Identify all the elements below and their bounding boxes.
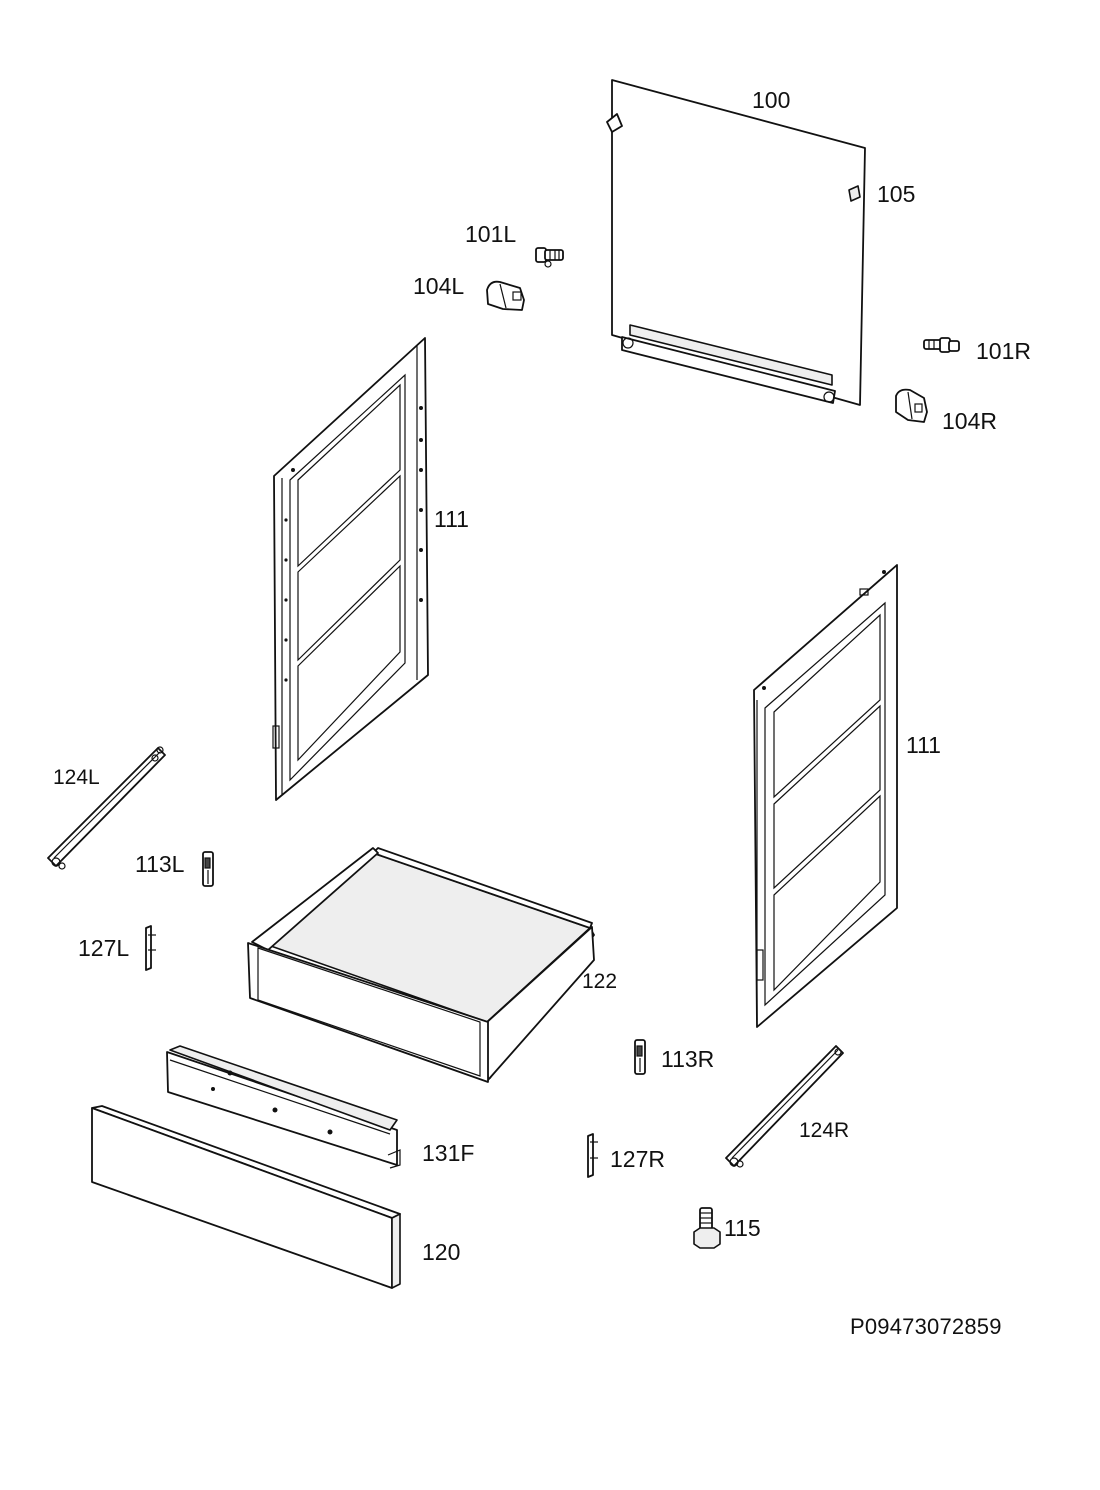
part-120-drawer-front-panel[interactable] <box>91 1105 401 1289</box>
label-124L: 124L <box>53 766 100 789</box>
part-113R-clip[interactable] <box>634 1039 646 1075</box>
part-101L-screw[interactable] <box>535 247 564 268</box>
part-104R-bracket[interactable] <box>895 388 928 423</box>
label-104R: 104R <box>942 408 997 434</box>
label-101R: 101R <box>976 338 1031 364</box>
part-111-right-side-panel[interactable] <box>753 564 898 1028</box>
label-111-right: 111 <box>906 732 941 758</box>
label-104L: 104L <box>413 273 464 299</box>
diagram-reference-code: P09473072859 <box>850 1314 1002 1339</box>
label-122: 122 <box>582 970 617 993</box>
part-113L-clip[interactable] <box>202 851 214 887</box>
label-100: 100 <box>752 87 790 113</box>
label-105: 105 <box>877 181 915 207</box>
part-104L-bracket[interactable] <box>486 280 525 311</box>
part-101R-screw[interactable] <box>923 337 960 353</box>
label-127L: 127L <box>78 935 129 961</box>
part-115-leveling-foot[interactable] <box>693 1207 721 1249</box>
label-124R: 124R <box>799 1119 849 1142</box>
part-124R-telescopic-rail[interactable] <box>725 1045 844 1168</box>
label-131F: 131F <box>422 1140 474 1166</box>
part-127L-bracket[interactable] <box>145 925 156 971</box>
label-115: 115 <box>724 1215 761 1241</box>
part-124L-telescopic-rail[interactable] <box>47 746 166 870</box>
part-127R-bracket[interactable] <box>587 1133 598 1178</box>
label-113L: 113L <box>135 851 185 877</box>
label-127R: 127R <box>610 1146 665 1172</box>
part-100-back-panel[interactable] <box>606 79 866 406</box>
label-111-left: 111 <box>434 506 469 532</box>
label-120: 120 <box>422 1239 460 1265</box>
label-101L: 101L <box>465 221 516 247</box>
label-113R: 113R <box>661 1046 714 1072</box>
part-131F-front-bracket[interactable] <box>166 1045 401 1169</box>
part-122-drawer-box[interactable] <box>247 847 595 1083</box>
part-111-left-side-panel[interactable] <box>272 337 429 801</box>
